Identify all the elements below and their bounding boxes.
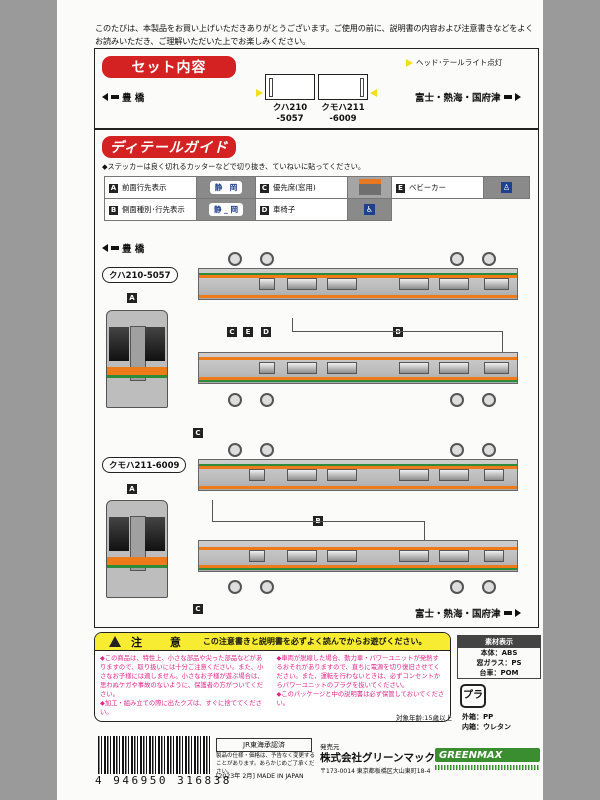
tag-c-2: C [193, 428, 203, 438]
target-age: 対象年齢:15歳以上 [396, 714, 452, 722]
headlight-note-label: ヘッド･テールライト点灯 [416, 58, 503, 67]
publisher-name: 株式会社グリーンマックス [320, 752, 446, 764]
sticker-d: ♿ [347, 198, 392, 221]
car2-side-bottom [198, 540, 518, 572]
car-label-2: クモハ211-6009 [321, 103, 365, 124]
car1-badge: クハ210-5057 [102, 267, 178, 283]
car2-badge: クモハ211-6009 [102, 457, 187, 473]
caution-right-col: ◆車両が脱線した場合、動力車・パワーユニットが発熱するおそれがありますので、直ち… [276, 655, 445, 707]
tag-d-1: D [261, 327, 271, 337]
headlight-icon [406, 58, 413, 67]
direction-right: 富士・熱海・国府津 [415, 90, 521, 104]
sticker-a: 静 岡 [196, 176, 256, 199]
caution-panel: 注 意 この注意書きと説明書を必ずよく読んでからお遊びください。 ◆この商品は、… [94, 632, 451, 722]
headlight-note: ヘッド･テールライト点灯 [406, 57, 502, 68]
tag-c-1: C [227, 327, 237, 337]
intro-text: このたびは、本製品をお買い上げいただきありがとうございます。ご使用の前に、説明書… [95, 23, 534, 46]
sticker-note: ◆ステッカーは良く切れるカッターなどで切り抜き、ていねいに貼ってください。 [102, 162, 366, 171]
car1-side-bottom [198, 352, 518, 384]
jr-approval: JR東海承認済 [216, 738, 312, 752]
car-label-1: クハ210-5057 [272, 103, 308, 124]
sticker-e: ♙ [483, 176, 530, 199]
tag-e-1: E [243, 327, 253, 337]
headlight-left-icon [256, 89, 263, 97]
cab-front-1 [106, 310, 168, 408]
caution-left-col: ◆この商品は、特性上、小さな部品や尖った部品などがありますので、取り扱いには十分… [100, 655, 264, 716]
sticker-b: 静 _ 岡 [196, 198, 256, 221]
plastic-recycle-icon: プラ [460, 684, 486, 708]
caution-title: 注 意 [131, 635, 193, 649]
detail-guide-title: ディテールガイド [102, 136, 236, 158]
direction-left-label: 豊 橋 [122, 93, 145, 104]
tag-c-3: C [193, 604, 203, 614]
main-panel [94, 48, 539, 628]
caution-subtitle: この注意書きと説明書を必ずよく読んでからお遊びください。 [202, 637, 427, 646]
sticker-c [347, 176, 392, 199]
car-diagram-1 [265, 74, 315, 100]
fine-print: 製品の仕様・価格は、予告なく変更することがあります。あらかじめご了承ください。 [216, 753, 316, 775]
guide-direction-right: 富士・熱海・国府津 [415, 606, 521, 620]
car-diagram-2 [318, 74, 368, 100]
logo-rail [435, 765, 540, 770]
made-in: [2023年 2月] MADE IN JAPAN [216, 773, 304, 780]
headlight-right-icon [370, 89, 377, 97]
barcode [98, 736, 212, 776]
greenmax-logo: GREENMAX [435, 748, 540, 762]
direction-left: 豊 橋 [102, 90, 144, 104]
panel-divider [94, 128, 539, 130]
tag-a-1: A [127, 293, 137, 303]
caution-header: 注 意 この注意書きと説明書を必ずよく読んでからお遊びください。 [95, 633, 450, 651]
cab-front-2 [106, 500, 168, 598]
materials-table: 素材表示 本体：ABS 窓ガラス：PS 台車：POM [457, 635, 541, 679]
car2-side-top [198, 459, 518, 491]
barcode-number: 4 946950 316838 [95, 774, 232, 787]
baby-stroller-icon: ♙ [501, 182, 512, 193]
publisher-label: 発売元 [320, 743, 340, 751]
publisher-address: 〒173-0014 東京都板橋区大山東町18-4 [320, 768, 431, 775]
priority-seat-icon [358, 178, 381, 195]
car1-side-top [198, 268, 518, 300]
warning-icon [109, 636, 121, 647]
direction-right-label: 富士・熱海・国府津 [415, 93, 501, 104]
set-contents-title: セット内容 [102, 56, 236, 78]
tag-a-2: A [127, 484, 137, 494]
tag-b-1: B [393, 327, 403, 337]
guide-direction-left: 豊 橋 [102, 241, 144, 255]
wheelchair-icon: ♿ [364, 204, 375, 215]
